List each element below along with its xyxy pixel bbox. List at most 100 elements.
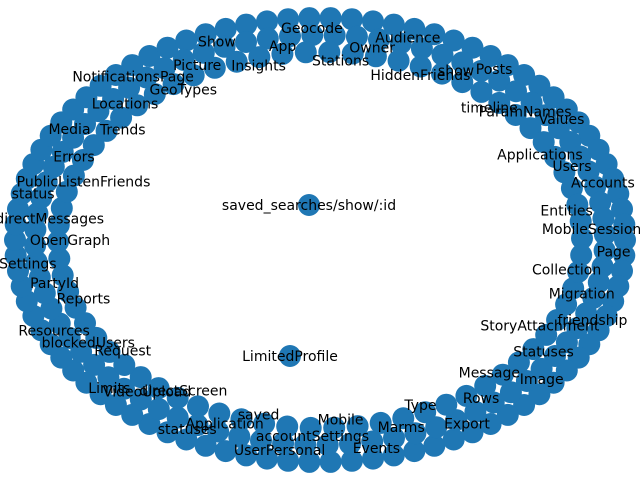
graph-node-label-ring-2: status — [12, 187, 55, 203]
graph-node-label-ring-48: directScreen — [139, 384, 227, 400]
graph-node-ring-89 — [613, 213, 636, 236]
graph-node-ring-110 — [272, 432, 295, 455]
graph-node-ring-157 — [488, 69, 511, 92]
graph-node-ring-222 — [364, 45, 387, 68]
graph-node-ring-179 — [435, 393, 458, 416]
graph-node-ring-235 — [566, 193, 589, 216]
graph-node-label-ring-46: Application — [185, 417, 263, 433]
graph-node-ring-174 — [522, 338, 545, 361]
graph-node-label-ring-56: Settings — [0, 256, 57, 272]
graph-node-label-ring-24: Applications — [497, 147, 583, 163]
graph-node-label-ring-3: PublicListenFriends — [17, 175, 151, 191]
graph-node-ring-211 — [126, 94, 149, 117]
graph-node-ring-23 — [298, 450, 321, 473]
graph-node-label-ring-45: saved — [238, 408, 280, 424]
graph-node-ring-140 — [135, 66, 158, 89]
graph-node-ring-202 — [47, 230, 69, 253]
graph-node-label-ring-37: Rows — [463, 391, 499, 407]
graph-node-label-ring-25: Users — [552, 159, 591, 175]
graph-node-label-ring-5: Media — [48, 122, 90, 138]
graph-node-ring-63 — [214, 17, 237, 40]
graph-node-label-ring-42: Mobile — [318, 412, 364, 428]
graph-node-ring-210 — [110, 106, 133, 129]
graph-node-ring-115 — [166, 406, 189, 429]
graph-node-ring-78 — [513, 64, 536, 86]
graph-node-ring-200 — [51, 264, 74, 287]
graph-node-ring-203 — [47, 213, 70, 236]
graph-node-ring-73 — [423, 23, 446, 46]
graph-node-label-ring-19: show — [438, 63, 474, 79]
graph-node-ring-28 — [194, 434, 217, 457]
graph-node-ring-108 — [316, 433, 339, 456]
graph-node-ring-224 — [409, 55, 432, 78]
graph-node-ring-97 — [530, 357, 553, 380]
graph-node-label-ring-49: VideoUpload — [103, 384, 191, 400]
graph-node-ring-144 — [213, 35, 236, 58]
graph-node-ring-175 — [507, 351, 530, 374]
graph-node-ring-59 — [138, 45, 161, 67]
graph-node-label-ring-4: Errors — [53, 149, 94, 165]
graph-node-ring-66 — [277, 8, 300, 31]
graph-node-ring-139 — [118, 76, 141, 99]
ring-labels: OpenGraphdirectMessagesstatusPublicListe… — [0, 21, 640, 459]
graph-node-label-ring-32: friendship — [557, 313, 627, 329]
graph-node-label-ring-16: Owner — [349, 41, 395, 57]
graph-node-ring-17 — [423, 434, 446, 457]
graph-node-ring-201 — [48, 247, 71, 270]
graph-node-label-ring-35: Image — [520, 372, 564, 388]
graph-node-label-ring-31: Migration — [549, 286, 615, 302]
graph-node-ring-137 — [87, 100, 110, 123]
graph-node-ring-228 — [488, 91, 511, 114]
graph-node-label-center-1: saved_searches/show/:id — [222, 198, 396, 214]
graph-node-ring-192 — [147, 377, 170, 400]
graph-node-ring-60 — [156, 36, 179, 59]
graph-node-ring-186 — [276, 415, 299, 438]
graph-node-ring-188 — [230, 408, 253, 431]
graph-node-ring-195 — [98, 340, 121, 363]
graph-node-label-ring-18: HiddenFriends — [370, 68, 470, 84]
graph-node-ring-180 — [414, 401, 437, 424]
graph-node-ring-159 — [520, 91, 543, 114]
graph-node-ring-14 — [479, 413, 502, 435]
graph-node-center-1 — [298, 194, 320, 216]
graph-node-label-ring-38: Export — [444, 417, 490, 433]
graph-node-ring-214 — [182, 64, 205, 87]
graph-node-ring-218 — [271, 42, 294, 65]
graph-node-ring-221 — [341, 42, 364, 65]
graph-node-ring-187 — [253, 412, 276, 435]
graph-node-ring-22 — [319, 450, 342, 473]
graph-node-ring-146 — [256, 27, 279, 50]
graph-node-label-ring-1: directMessages — [0, 211, 104, 227]
graph-node-label-ring-39: Type — [403, 398, 436, 414]
graph-node-ring-168 — [593, 223, 616, 246]
graph-node-ring-184 — [323, 416, 346, 439]
graph-node-ring-176 — [491, 363, 514, 386]
graph-node-label-ring-17: Audience — [375, 31, 440, 47]
graph-node-ring-21 — [340, 449, 363, 472]
graph-node-ring-118 — [113, 377, 135, 400]
center-nodes: saved_searches/show/:id LimitedProfile — [222, 194, 396, 367]
graph-node-ring-239 — [567, 260, 590, 283]
graph-node-label-ring-26: Accounts — [571, 175, 635, 191]
graph-node-ring-158 — [505, 80, 527, 103]
graph-node-ring-237 — [571, 227, 593, 250]
graph-node-label-ring-44: UserPersonal — [234, 443, 325, 459]
graph-node-label-ring-14: Geocode — [281, 21, 343, 37]
graph-node-ring-104 — [404, 422, 427, 445]
graph-node-ring-71 — [382, 13, 405, 36]
graph-node-label-ring-30: Collection — [532, 263, 601, 279]
graph-node-ring-68 — [319, 7, 342, 30]
graph-node-label-ring-6: Trends — [99, 122, 146, 138]
graph-node-label-ring-29: Page — [597, 245, 631, 261]
graph-node-ring-173 — [535, 323, 558, 346]
graph-node-ring-61 — [175, 29, 198, 52]
graph-node-ring-212 — [143, 83, 166, 106]
graph-node-label-ring-10: Picture — [173, 58, 221, 74]
graph-node-ring-152 — [389, 32, 412, 55]
graph-node-ring-226 — [451, 71, 474, 94]
graph-node-ring-99 — [499, 381, 522, 404]
graph-node-label-ring-20: Posts — [476, 62, 513, 78]
graph-node-ring-181 — [392, 407, 415, 430]
graph-node-label-ring-54: Reports — [57, 291, 111, 307]
graph-node-ring-220 — [318, 41, 341, 64]
